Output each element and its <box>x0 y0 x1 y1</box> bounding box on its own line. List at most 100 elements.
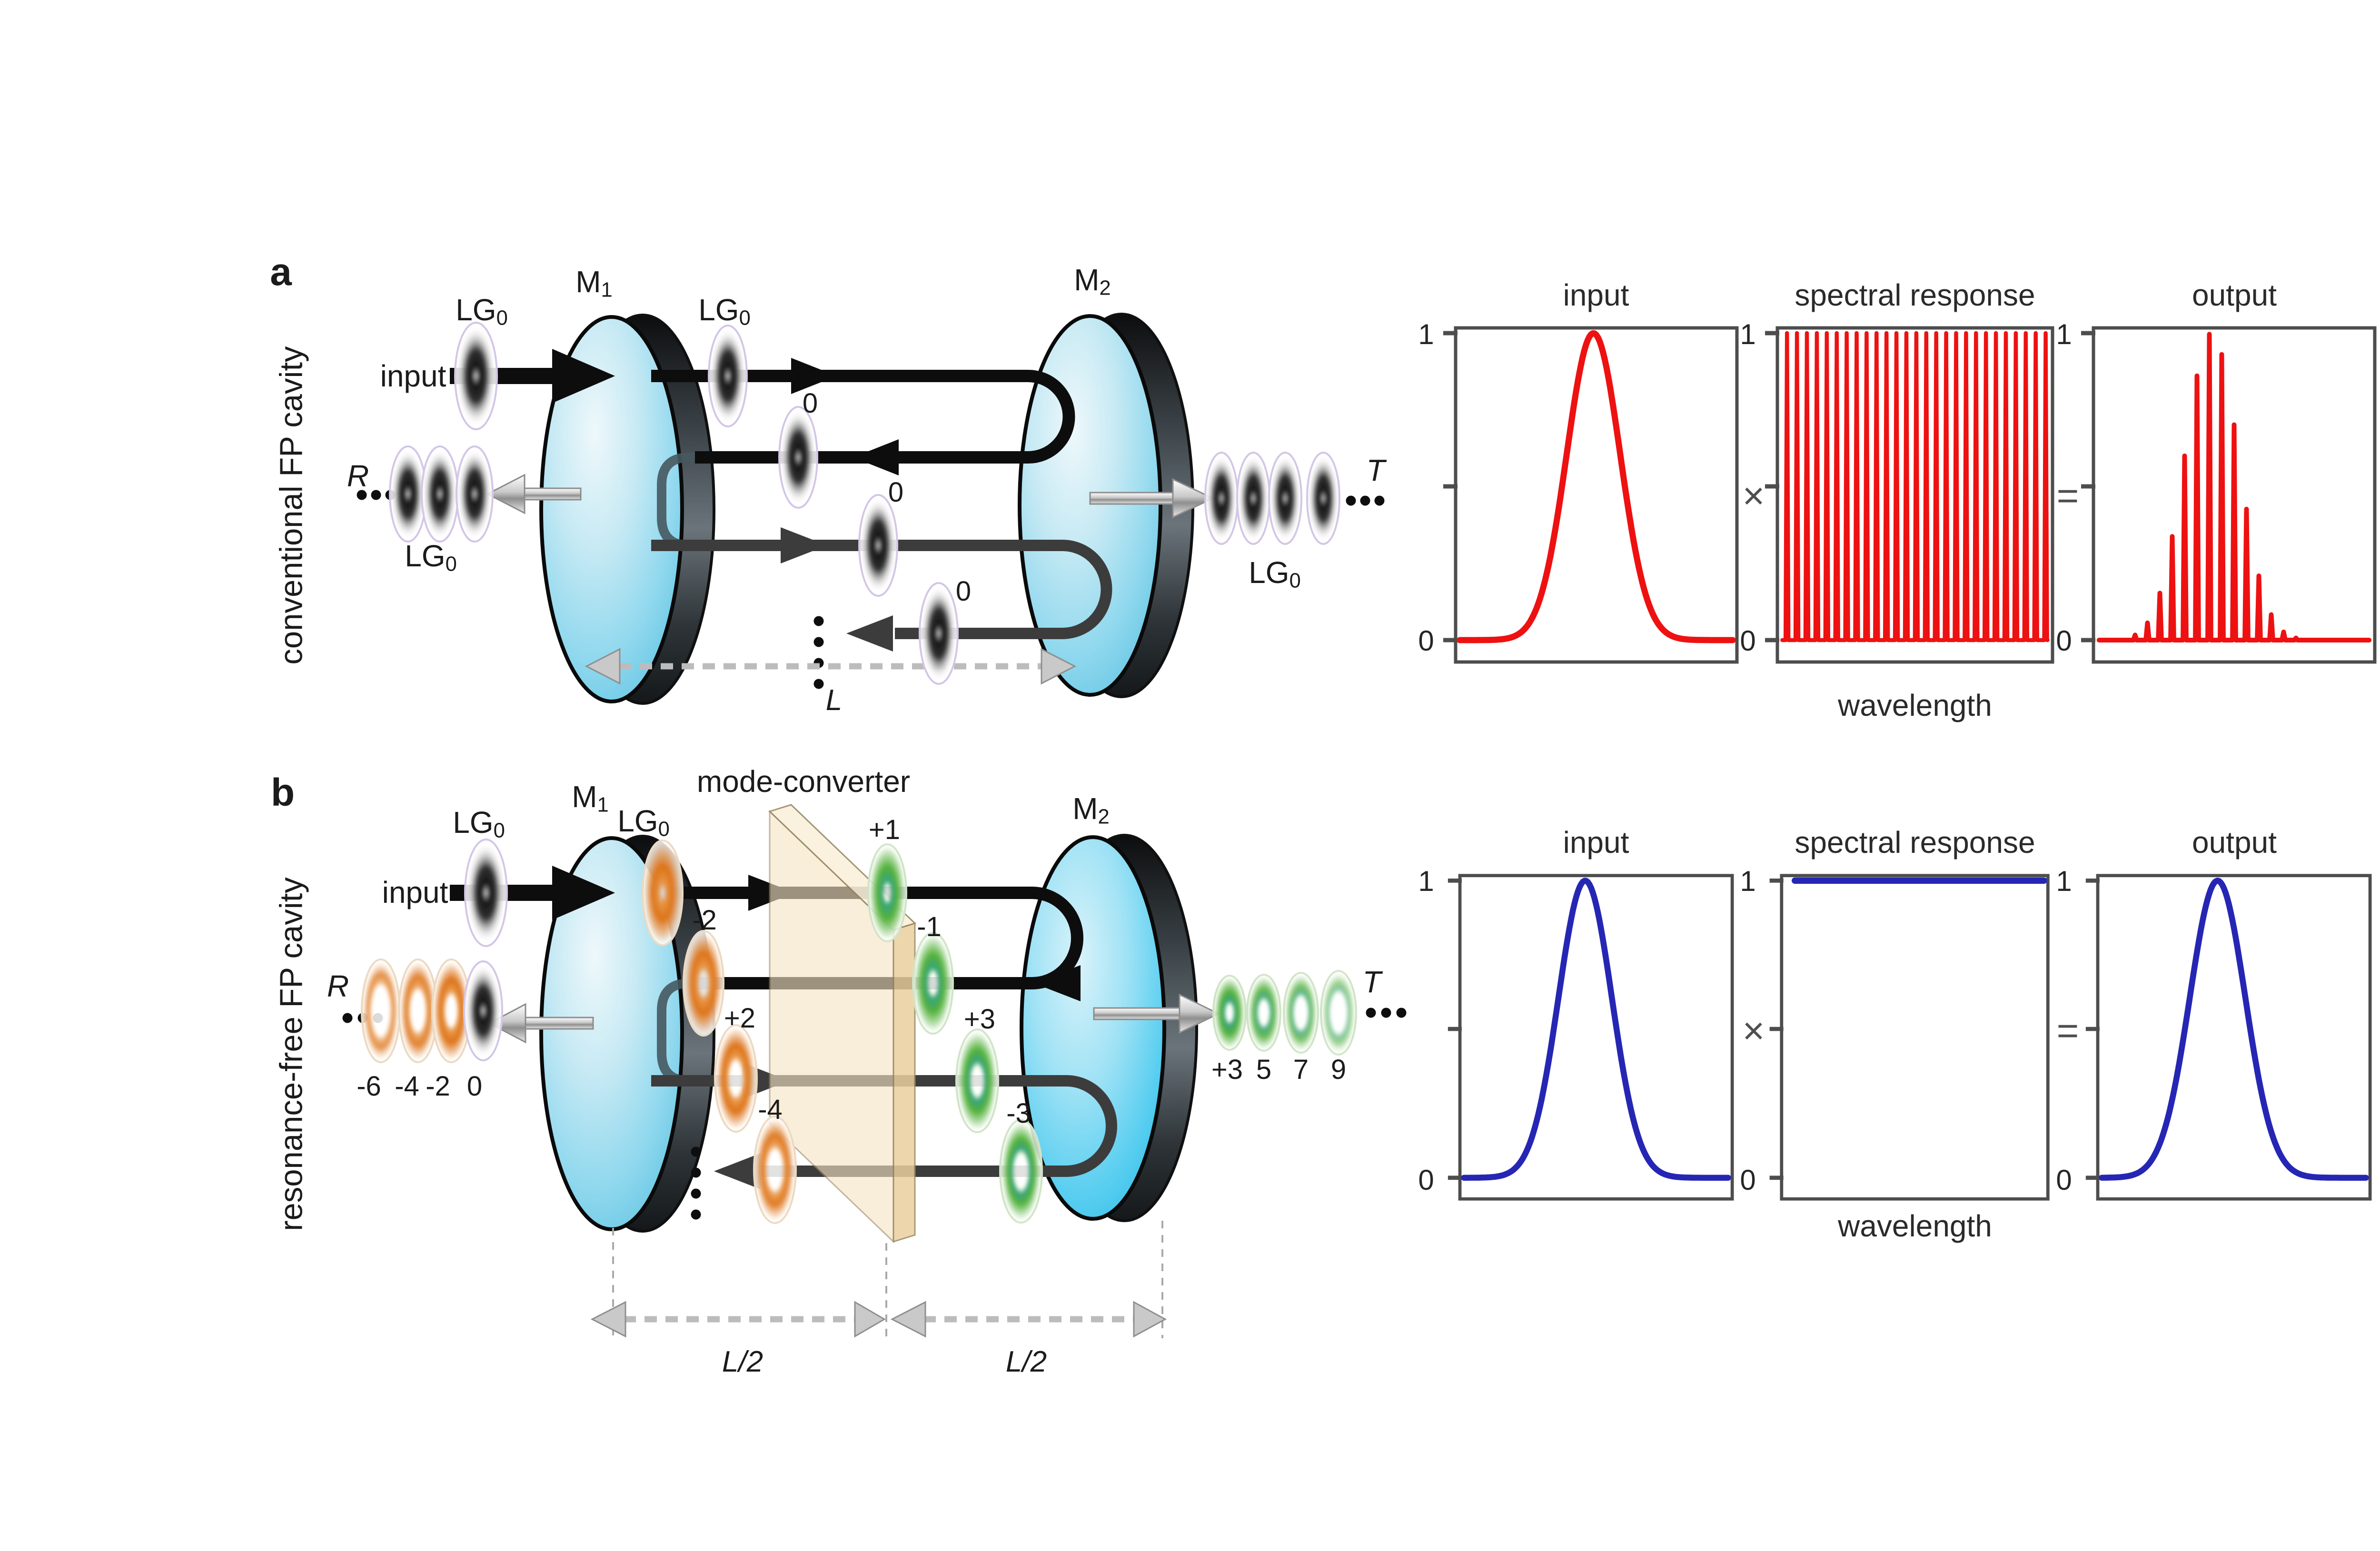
mode-disk-glow <box>465 964 501 1058</box>
reflected-label-minus4: -4 <box>395 1071 419 1102</box>
lg0-mode-transmitted3-a <box>1268 452 1302 545</box>
mode-disk-glow <box>644 843 682 943</box>
input-label-a: input <box>380 359 446 393</box>
m-base: M <box>1074 262 1100 297</box>
curve-b-input <box>1461 878 1731 1181</box>
lg0-mode-transmitted2-a <box>1236 452 1270 545</box>
beam-arrow-left-row4-b <box>714 1153 761 1189</box>
lg0-mode-transmitted1-a <box>1204 452 1239 545</box>
lg-base: LG <box>1249 555 1289 590</box>
xlabel-wavelength-a: wavelength <box>1838 688 1992 722</box>
lg-mode-minus6-b <box>753 1116 797 1224</box>
lg-sub: 0 <box>493 819 505 842</box>
mode-disk-glow <box>433 962 469 1060</box>
multiply-operator-a: × <box>1742 474 1765 517</box>
lg0-mode-row4-a <box>919 582 959 685</box>
transmitted-mode-plus3-b <box>1212 975 1247 1051</box>
curve-a-input <box>1457 330 1736 643</box>
ellipsis-vertical-b <box>691 1146 701 1220</box>
y-axis-ticks <box>1448 879 1462 1180</box>
mode-disk-glow <box>1214 977 1245 1048</box>
plot-frame <box>1454 326 1739 664</box>
mode-disk-glow <box>780 409 816 505</box>
lg-mode-minus2-b <box>642 840 684 946</box>
plot-title-spectral-b: spectral response <box>1795 825 2035 859</box>
transmission-label-a: T <box>1366 453 1385 487</box>
lg-base: LG <box>405 538 446 573</box>
mode-disk-glow <box>1322 973 1355 1053</box>
input-beam-arrowhead-a <box>552 349 615 403</box>
lg-mode-plus2-b <box>683 930 724 1037</box>
y-axis-ticks <box>2085 879 2100 1180</box>
lg-sub: 0 <box>496 306 508 330</box>
beam-roundtrip1-a <box>651 370 1075 464</box>
reflected-label-zero: 0 <box>466 1071 483 1102</box>
mode-disk-glow <box>400 962 436 1060</box>
lg0-mode-transmitted4-a <box>1306 452 1340 545</box>
lg-mode-plus1-b <box>867 843 907 942</box>
mirror-m2-a-face <box>1018 314 1162 697</box>
orange-mode-minus2-label: -2 <box>692 905 717 936</box>
ytick-1-plot2-b: 1 <box>1740 865 1756 897</box>
mode-disk-glow <box>684 933 723 1033</box>
m-sub: 2 <box>1099 277 1111 300</box>
mode-disk-glow <box>869 847 905 939</box>
lg-base: LG <box>698 292 739 327</box>
mirror2-label-b: M2 <box>1072 793 1110 828</box>
mirror-m1-a <box>539 314 715 705</box>
mode-converter-plate <box>768 804 916 1244</box>
ytick-0-plot3-b: 0 <box>2056 1164 2072 1196</box>
lg0-mode-row3-a <box>858 494 898 597</box>
reflected-label-minus6: -6 <box>357 1071 381 1102</box>
beam-arrow-left-row2-a <box>853 439 899 475</box>
plot-title-output-b: output <box>2192 825 2277 859</box>
cavity-length-label-a: L <box>825 684 843 717</box>
plot-b-output <box>2085 874 2372 1201</box>
ytick-1-plot1-a: 1 <box>1418 318 1434 350</box>
plot-title-input-b: input <box>1563 825 1629 859</box>
transmitted-mode-7-b <box>1283 972 1319 1054</box>
reflected-mode-label-a: LG0 <box>405 541 457 575</box>
reflection-label-b: R <box>327 969 349 1003</box>
green-mode-minus3-label: -3 <box>1006 1098 1031 1129</box>
beam-arrow-left-row4-a <box>846 615 893 652</box>
zero-label-row2-a: 0 <box>802 388 818 419</box>
reflected-mode-minus4-b <box>398 958 438 1063</box>
mode-disk-glow <box>457 449 492 539</box>
mode-disk-glow <box>363 962 399 1060</box>
plot-a-output <box>2081 326 2377 664</box>
mode-disk-glow <box>716 1027 755 1129</box>
lg-mode-plus3-b <box>955 1028 999 1133</box>
half-length-label-right: L/2 <box>1005 1345 1047 1378</box>
mode-disk-glow <box>1248 977 1279 1049</box>
orange-mode-minus4-label: -4 <box>758 1094 783 1125</box>
m-sub: 1 <box>597 793 609 817</box>
lg-mode-minus1-b <box>912 932 954 1035</box>
input-mode-label-a: LG0 <box>456 295 508 329</box>
reflected-label-minus2: -2 <box>426 1071 450 1102</box>
lg0-mode-reflected1-a <box>389 445 427 543</box>
transmitted-mode-label-a: LG0 <box>1249 557 1301 592</box>
ytick-0-plot1-b: 0 <box>1418 1164 1434 1196</box>
panel-b-diagram <box>342 804 1407 1340</box>
transmitted-arrow-a <box>1089 478 1215 519</box>
lg-base: LG <box>456 292 496 327</box>
lg-base: LG <box>453 805 494 840</box>
input-mode-label-b: LG0 <box>453 807 505 841</box>
mirror1-label-b: M1 <box>572 781 609 816</box>
ytick-0-plot3-a: 0 <box>2056 625 2072 657</box>
beam-arrow-right-row1-a <box>791 358 837 394</box>
lg0-mode-input-b <box>464 839 508 947</box>
mode-disk-glow <box>1270 454 1300 542</box>
mirror-m2-a <box>1018 313 1194 698</box>
equals-operator-a: = <box>2056 474 2079 517</box>
ytick-1-plot2-a: 1 <box>1740 318 1756 350</box>
curve-b-output <box>2099 878 2369 1181</box>
m-sub: 1 <box>601 278 613 302</box>
curve-a-output <box>2096 332 2372 642</box>
plot-frame <box>1780 874 2050 1201</box>
ytick-1-plot3-b: 1 <box>2056 865 2072 897</box>
y-axis-ticks <box>2081 331 2095 642</box>
ellipsis-vertical-a <box>813 616 824 689</box>
reflected-mode-minus2-b <box>431 958 471 1063</box>
